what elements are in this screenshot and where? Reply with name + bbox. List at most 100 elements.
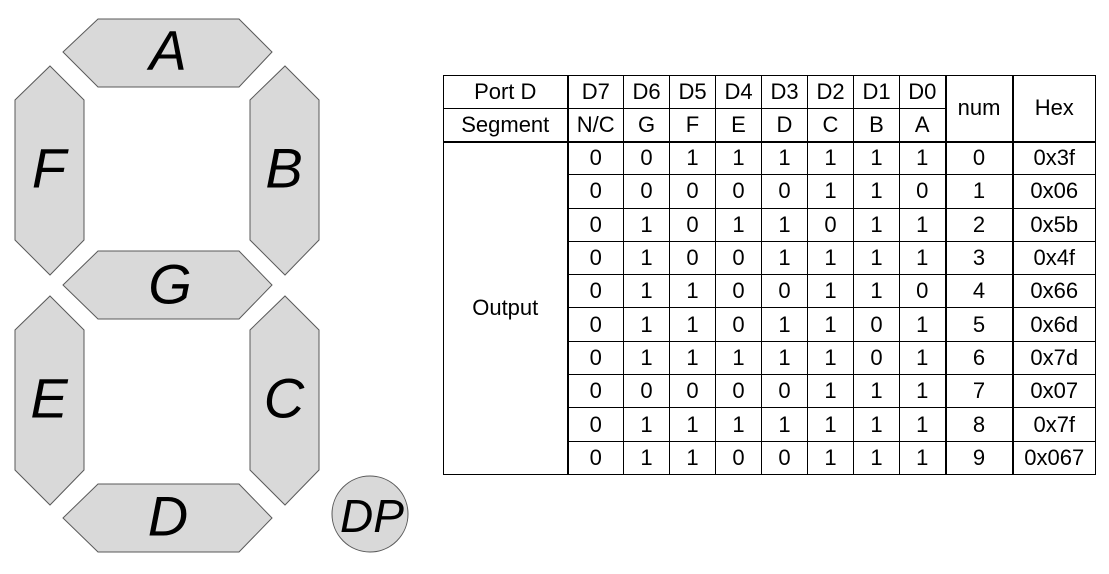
bit-cell: 0 xyxy=(853,307,900,342)
segment-bit-header: C xyxy=(807,108,854,143)
bit-cell: 0 xyxy=(567,307,624,342)
bit-cell: 0 xyxy=(567,407,624,442)
bit-cell: 1 xyxy=(853,407,900,442)
bit-cell: 0 xyxy=(715,240,762,276)
bit-cell: 1 xyxy=(623,440,670,476)
bit-cell: 1 xyxy=(807,374,854,409)
segment-dp xyxy=(331,475,409,553)
segment-bit-header: F xyxy=(669,108,716,143)
num-cell: 6 xyxy=(945,340,1014,376)
truth-table: Port D D7 D6 D5 D4 D3 D2 D1 D0 num Hex S… xyxy=(443,75,1096,476)
port-bit-header: D6 xyxy=(623,75,670,109)
bit-cell: 1 xyxy=(807,240,854,276)
segment-bit-header: B xyxy=(853,108,900,143)
num-cell: 7 xyxy=(945,374,1014,409)
num-cell: 4 xyxy=(945,274,1014,309)
bit-cell: 1 xyxy=(669,307,716,342)
segment-b xyxy=(249,65,320,276)
bit-cell: 0 xyxy=(669,174,716,209)
segment-f-label: F xyxy=(32,137,69,200)
bit-cell: 1 xyxy=(899,240,947,276)
segment-dp-label: DP xyxy=(340,490,404,542)
hex-header: Hex xyxy=(1012,75,1096,143)
bit-cell: 1 xyxy=(623,407,670,442)
num-cell: 1 xyxy=(945,174,1014,209)
bit-cell: 1 xyxy=(623,307,670,342)
bit-cell: 1 xyxy=(807,440,854,476)
bit-cell: 1 xyxy=(807,274,854,309)
bit-cell: 0 xyxy=(853,340,900,376)
port-bit-header: D3 xyxy=(761,75,808,109)
segment-bit-header: D xyxy=(761,108,808,143)
hex-cell: 0x7d xyxy=(1012,340,1096,376)
bit-cell: 0 xyxy=(761,440,808,476)
num-cell: 9 xyxy=(945,440,1014,476)
bit-cell: 0 xyxy=(567,274,624,309)
segment-e-label: E xyxy=(30,367,68,430)
bit-cell: 1 xyxy=(761,407,808,442)
bit-cell: 0 xyxy=(567,140,624,176)
segment-a-label: A xyxy=(146,19,186,82)
port-bit-header: D5 xyxy=(669,75,716,109)
bit-cell: 1 xyxy=(807,307,854,342)
bit-cell: 1 xyxy=(853,240,900,276)
hex-cell: 0x06 xyxy=(1012,174,1096,209)
hex-cell: 0x067 xyxy=(1012,440,1096,476)
hex-cell: 0x4f xyxy=(1012,240,1096,276)
bit-cell: 1 xyxy=(761,140,808,176)
bit-cell: 1 xyxy=(853,274,900,309)
port-header-row: Port D D7 D6 D5 D4 D3 D2 D1 D0 num Hex xyxy=(443,75,1096,143)
bit-cell: 1 xyxy=(899,340,947,376)
output-label: Output xyxy=(443,141,569,475)
bit-cell: 0 xyxy=(715,374,762,409)
hex-cell: 0x5b xyxy=(1012,207,1096,242)
segment-d-label: D xyxy=(148,485,188,548)
bit-cell: 1 xyxy=(807,174,854,209)
port-bit-header: D0 xyxy=(899,75,947,109)
bit-cell: 0 xyxy=(669,240,716,276)
bit-cell: 1 xyxy=(715,207,762,242)
bit-cell: 1 xyxy=(761,340,808,376)
bit-cell: 1 xyxy=(899,440,947,476)
bit-cell: 1 xyxy=(669,274,716,309)
bit-cell: 0 xyxy=(899,274,947,309)
segment-header: Segment xyxy=(443,108,569,143)
bit-cell: 0 xyxy=(669,207,716,242)
bit-cell: 1 xyxy=(761,307,808,342)
bit-cell: 0 xyxy=(715,274,762,309)
bit-cell: 0 xyxy=(567,440,624,476)
bit-cell: 1 xyxy=(623,340,670,376)
num-cell: 0 xyxy=(945,140,1014,176)
bit-cell: 0 xyxy=(567,374,624,409)
bit-cell: 1 xyxy=(623,240,670,276)
bit-cell: 0 xyxy=(567,340,624,376)
bit-cell: 0 xyxy=(669,374,716,409)
segment-bit-header: A xyxy=(899,108,947,143)
bit-cell: 1 xyxy=(807,340,854,376)
bit-cell: 1 xyxy=(669,340,716,376)
segment-c-label: C xyxy=(264,367,305,430)
bit-cell: 1 xyxy=(807,140,854,176)
segment-d xyxy=(62,483,273,553)
segment-c xyxy=(249,295,320,506)
bit-cell: 1 xyxy=(669,140,716,176)
segment-g xyxy=(62,250,273,320)
bit-cell: 1 xyxy=(623,274,670,309)
segment-f xyxy=(14,65,85,276)
bit-cell: 1 xyxy=(761,240,808,276)
bit-cell: 1 xyxy=(761,207,808,242)
bit-cell: 1 xyxy=(853,440,900,476)
segment-bit-header: N/C xyxy=(567,108,624,143)
bit-cell: 0 xyxy=(567,207,624,242)
bit-cell: 0 xyxy=(761,174,808,209)
bit-cell: 0 xyxy=(761,374,808,409)
bit-cell: 0 xyxy=(761,274,808,309)
bit-cell: 1 xyxy=(899,140,947,176)
bit-cell: 0 xyxy=(715,174,762,209)
port-bit-header: D2 xyxy=(807,75,854,109)
hex-cell: 0x6d xyxy=(1012,307,1096,342)
port-bit-header: D7 xyxy=(567,75,624,109)
